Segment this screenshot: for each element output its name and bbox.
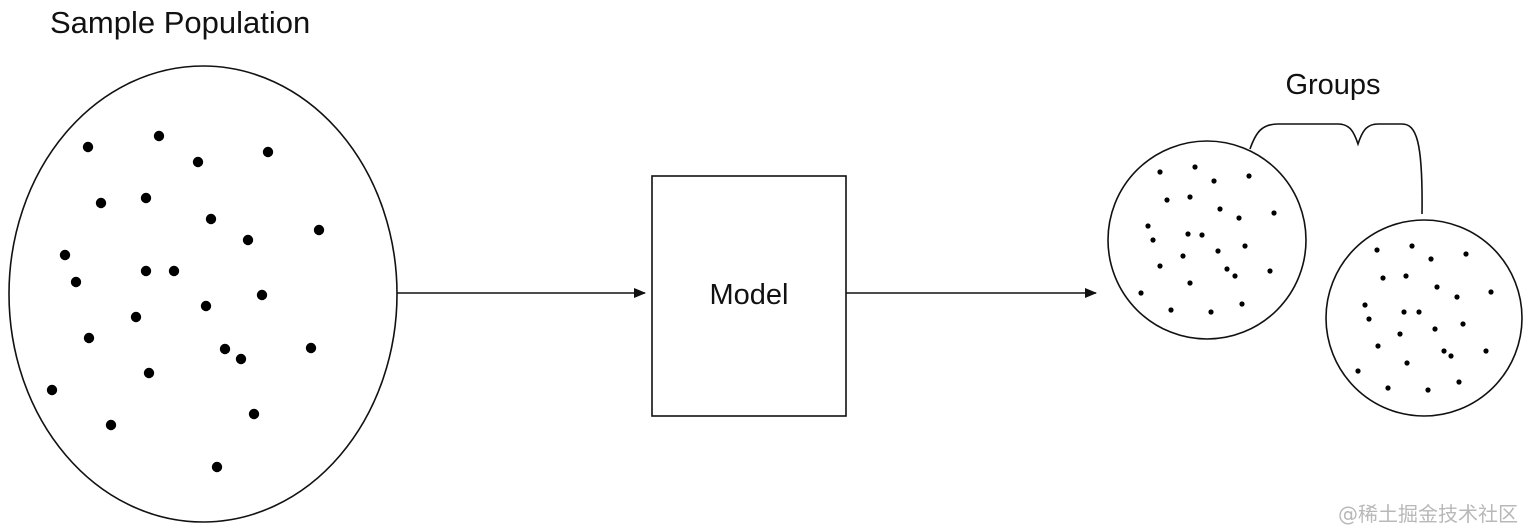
group-2-dot: [1434, 284, 1440, 290]
model-box: [651, 175, 847, 417]
group-1-dot: [1164, 197, 1170, 203]
group-1-dot: [1187, 280, 1193, 286]
population-dot: [130, 311, 142, 323]
group-1-dot: [1267, 268, 1273, 274]
group-1-dot: [1180, 253, 1186, 259]
model-label: Model: [710, 279, 789, 311]
group-2-dot: [1416, 309, 1422, 315]
population-dot: [168, 265, 180, 277]
population-dot: [235, 353, 247, 365]
population-title: Sample Population: [50, 5, 310, 40]
group-2-dot: [1456, 379, 1462, 385]
population-dot: [211, 461, 223, 473]
population-dot: [105, 419, 117, 431]
group-2-dot: [1441, 348, 1447, 354]
group-2-dot: [1432, 326, 1438, 332]
group-circle-2: [1325, 219, 1523, 417]
population-dot: [219, 343, 231, 355]
group-1-dot: [1150, 237, 1156, 243]
group-1-dot: [1239, 301, 1245, 307]
population-dot: [95, 197, 107, 209]
group-2-dot: [1397, 331, 1403, 337]
population-dot: [153, 130, 165, 142]
population-ellipse: [8, 65, 398, 523]
population-dot: [262, 146, 274, 158]
population-dot: [70, 276, 82, 288]
population-dot: [192, 156, 204, 168]
group-1-dot: [1246, 173, 1252, 179]
group-2-dot: [1375, 343, 1381, 349]
group-1-dot: [1187, 194, 1193, 200]
group-1-dot: [1211, 178, 1217, 184]
population-dot: [46, 384, 58, 396]
population-dot: [143, 367, 155, 379]
group-1-dot: [1224, 266, 1230, 272]
population-dot: [200, 300, 212, 312]
group-2-dot: [1404, 360, 1410, 366]
group-2-dot: [1460, 321, 1466, 327]
population-dot: [140, 265, 152, 277]
group-2-dot: [1428, 256, 1434, 262]
population-dot: [248, 408, 260, 420]
group-2-dot: [1355, 368, 1361, 374]
group-2-dot: [1409, 243, 1415, 249]
group-1-dot: [1236, 215, 1242, 221]
group-1-dot: [1208, 309, 1214, 315]
group-1-dots: [1138, 164, 1277, 315]
groups-brace: [1249, 123, 1423, 215]
group-2-dot: [1362, 302, 1368, 308]
population-dot: [140, 192, 152, 204]
population-dot: [82, 141, 94, 153]
group-2-dot: [1463, 251, 1469, 257]
population-dot: [242, 234, 254, 246]
group-2-dot: [1425, 387, 1431, 393]
population-dots: [46, 130, 325, 473]
group-circle-1: [1107, 140, 1307, 340]
group-2-dots: [1355, 243, 1494, 393]
group-1-dot: [1138, 290, 1144, 296]
population-dot: [313, 224, 325, 236]
group-2-dot: [1448, 353, 1454, 359]
group-1-dot: [1271, 210, 1277, 216]
population-dot: [59, 249, 71, 261]
group-2-dot: [1401, 309, 1407, 315]
group-1-dot: [1217, 206, 1223, 212]
groups-title: Groups: [1285, 69, 1380, 101]
population-dot: [256, 289, 268, 301]
group-2-dot: [1483, 348, 1489, 354]
group-1-dot: [1232, 273, 1238, 279]
group-1-dot: [1215, 248, 1221, 254]
group-1-dot: [1242, 243, 1248, 249]
group-2-dot: [1380, 275, 1386, 281]
group-1-dot: [1157, 169, 1163, 175]
population-dot: [205, 213, 217, 225]
group-1-dot: [1157, 263, 1163, 269]
group-1-dot: [1199, 232, 1205, 238]
group-1-dot: [1145, 223, 1151, 229]
group-1-dot: [1185, 231, 1191, 237]
population-dot: [83, 332, 95, 344]
population-dot: [305, 342, 317, 354]
group-1-dot: [1168, 307, 1174, 313]
group-2-dot: [1454, 294, 1460, 300]
group-2-dot: [1488, 289, 1494, 295]
group-2-dot: [1374, 247, 1380, 253]
group-2-dot: [1366, 316, 1372, 322]
group-2-dot: [1385, 385, 1391, 391]
group-2-dot: [1403, 273, 1409, 279]
group-1-dot: [1192, 164, 1198, 170]
watermark-text: @稀土掘金技术社区: [1338, 502, 1518, 526]
